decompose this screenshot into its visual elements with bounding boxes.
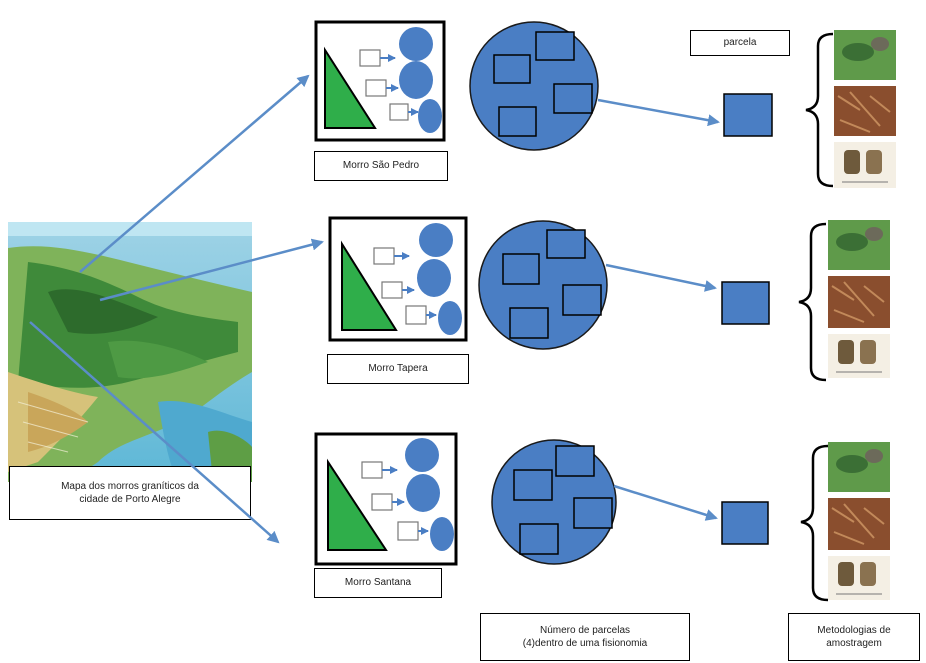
triangle-shape — [327, 458, 388, 551]
hill-diagram-sao-pedro — [314, 20, 446, 142]
parcel-square-3 — [721, 501, 769, 545]
phys-circle-1 — [469, 21, 599, 151]
hill-label-santana: Morro Santana — [314, 568, 442, 598]
hill-diagram-santana — [314, 432, 458, 566]
methods-line2: amostragem — [826, 638, 882, 649]
bracket-2 — [798, 222, 827, 382]
hill-diagram-tapera — [328, 216, 468, 342]
parcela-label: parcela — [690, 30, 790, 56]
parcel-square-1 — [723, 93, 773, 137]
soil-core-photo — [828, 334, 890, 378]
hill-label-tapera: Morro Tapera — [327, 354, 469, 384]
phys-circle-3 — [491, 439, 617, 565]
soil-core-photo — [834, 142, 896, 188]
litter-photo — [834, 86, 896, 136]
soil-core-photo — [828, 556, 890, 600]
photo-stack-2 — [828, 220, 890, 378]
arrow-map-to-sao-pedro — [79, 74, 310, 273]
triangle-shape — [324, 46, 377, 129]
arrow-map-to-santana — [29, 321, 280, 544]
map-caption-line1: Mapa dos morros graníticos da — [61, 480, 199, 492]
arrow-circle-to-parcel-1 — [597, 98, 720, 127]
bracket-1 — [805, 32, 834, 188]
phys-circle-2 — [478, 220, 608, 350]
photo-stack-1 — [834, 30, 896, 188]
map-caption-line2: cidade de Porto Alegre — [79, 494, 181, 505]
hill-label-sao-pedro: Morro São Pedro — [314, 151, 448, 181]
parcel-square-2 — [721, 281, 770, 325]
map-caption: Mapa dos morros graníticos da cidade de … — [9, 466, 251, 520]
porto-alegre-map — [8, 222, 252, 482]
arrow-map-to-tapera — [99, 238, 324, 302]
parcel-count-caption: Número de parcelas (4)dentro de uma fisi… — [480, 613, 690, 661]
methods-caption: Metodologias de amostragem — [788, 613, 920, 661]
bracket-3 — [800, 444, 829, 602]
methods-line1: Metodologias de — [817, 624, 891, 636]
arrow-circle-to-parcel-3 — [613, 484, 718, 521]
arrow-circle-to-parcel-2 — [605, 263, 717, 292]
parcel-count-line1: Número de parcelas — [539, 624, 631, 636]
triangle-shape — [341, 240, 398, 331]
parcel-count-line2: (4)dentro de uma fisionomia — [522, 638, 648, 649]
photo-stack-3 — [828, 442, 890, 600]
